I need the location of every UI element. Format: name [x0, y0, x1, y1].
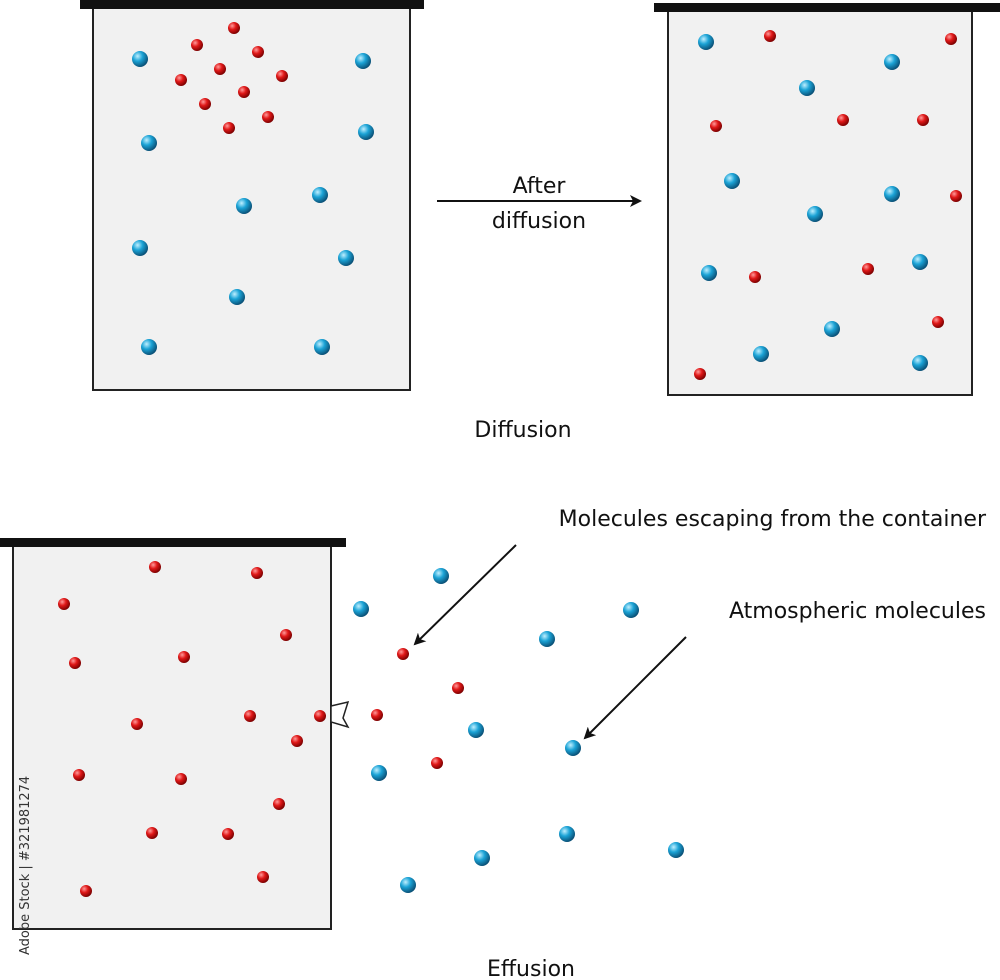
red-molecule — [222, 828, 234, 840]
container-lid — [0, 538, 346, 547]
blue-molecule — [724, 173, 740, 189]
red-molecule — [371, 709, 383, 721]
blue-molecule — [912, 254, 928, 270]
blue-molecule — [912, 355, 928, 371]
atmospheric-molecules-label: Atmospheric molecules — [729, 599, 986, 624]
red-molecule — [397, 648, 409, 660]
red-molecule — [73, 769, 85, 781]
blue-molecule — [353, 601, 369, 617]
molecules-diffusion-before — [132, 22, 374, 355]
red-molecule — [191, 39, 203, 51]
blue-molecule — [753, 346, 769, 362]
blue-molecule — [799, 80, 815, 96]
red-molecule — [178, 651, 190, 663]
red-molecule — [452, 682, 464, 694]
red-molecule — [223, 122, 235, 134]
blue-molecule — [371, 765, 387, 781]
container-diffusion-before — [80, 0, 424, 391]
escaping-molecules-pointer — [413, 544, 517, 646]
red-molecule — [273, 798, 285, 810]
red-molecule — [694, 368, 706, 380]
arrow-label-top: After — [513, 174, 567, 199]
red-molecule — [862, 263, 874, 275]
blue-molecule — [433, 568, 449, 584]
red-molecule — [228, 22, 240, 34]
red-molecule — [257, 871, 269, 883]
blue-molecule — [623, 602, 639, 618]
blue-molecule — [141, 135, 157, 151]
molecules-effusion-inside — [58, 561, 326, 897]
red-molecule — [146, 827, 158, 839]
blue-molecule — [824, 321, 840, 337]
red-molecule — [238, 86, 250, 98]
blue-molecule — [141, 339, 157, 355]
red-molecule — [69, 657, 81, 669]
red-molecule — [710, 120, 722, 132]
red-molecule — [917, 114, 929, 126]
red-molecule — [950, 190, 962, 202]
atmospheric-molecules-pointer — [583, 636, 687, 740]
red-molecule — [252, 46, 264, 58]
red-molecule — [199, 98, 211, 110]
container-body — [667, 9, 973, 396]
blue-molecule — [314, 339, 330, 355]
red-molecule — [837, 114, 849, 126]
blue-molecule — [701, 265, 717, 281]
red-molecule — [131, 718, 143, 730]
escaping-molecules-label: Molecules escaping from the container — [559, 507, 987, 532]
blue-molecule — [559, 826, 575, 842]
blue-molecule — [132, 240, 148, 256]
red-molecule — [244, 710, 256, 722]
blue-molecule — [358, 124, 374, 140]
container-lid — [654, 3, 1000, 12]
red-molecule — [280, 629, 292, 641]
arrow-label-bottom: diffusion — [492, 209, 586, 234]
blue-molecule — [338, 250, 354, 266]
blue-molecule — [884, 54, 900, 70]
red-molecule — [214, 63, 226, 75]
blue-molecule — [807, 206, 823, 222]
container-lid — [80, 0, 424, 9]
red-molecule — [291, 735, 303, 747]
blue-molecule — [236, 198, 252, 214]
blue-molecule — [468, 722, 484, 738]
red-molecule — [431, 757, 443, 769]
red-molecule — [175, 74, 187, 86]
stock-watermark: Adobe Stock | #321981274 — [18, 776, 33, 955]
blue-molecule — [474, 850, 490, 866]
red-molecule — [149, 561, 161, 573]
red-molecule — [749, 271, 761, 283]
molecules-diffusion-after — [694, 30, 962, 380]
container-diffusion-after — [654, 3, 1000, 396]
red-molecule — [58, 598, 70, 610]
blue-molecule — [132, 51, 148, 67]
red-molecule — [175, 773, 187, 785]
blue-molecule — [565, 740, 581, 756]
effusion-caption: Effusion — [487, 957, 575, 980]
red-molecule — [945, 33, 957, 45]
blue-molecule — [668, 842, 684, 858]
blue-molecule — [355, 53, 371, 69]
effusion-pinhole-nozzle — [330, 700, 350, 729]
red-molecule — [262, 111, 274, 123]
red-molecule — [80, 885, 92, 897]
blue-molecule — [884, 186, 900, 202]
container-effusion — [0, 538, 350, 930]
diffusion-caption: Diffusion — [474, 418, 571, 443]
blue-molecule — [400, 877, 416, 893]
blue-molecule — [539, 631, 555, 647]
container-body — [92, 7, 411, 391]
blue-molecule — [698, 34, 714, 50]
red-molecule — [251, 567, 263, 579]
molecules-effusion-outside — [353, 568, 684, 893]
red-molecule — [276, 70, 288, 82]
blue-molecule — [229, 289, 245, 305]
red-molecule — [314, 710, 326, 722]
red-molecule — [932, 316, 944, 328]
blue-molecule — [312, 187, 328, 203]
red-molecule — [764, 30, 776, 42]
